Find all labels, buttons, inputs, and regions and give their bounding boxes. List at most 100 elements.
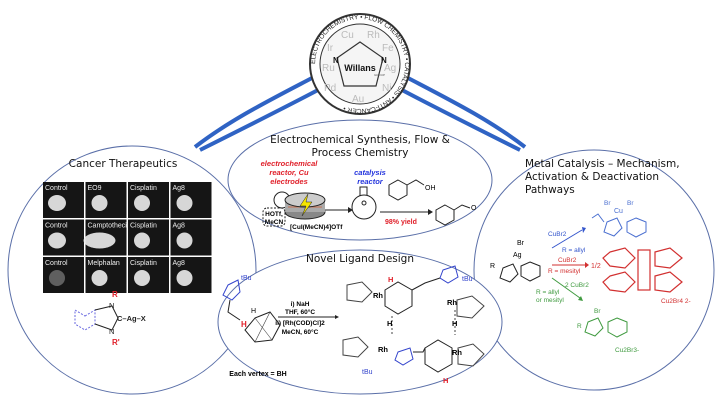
oh-label: OH: [425, 185, 436, 192]
catalysis-label: catalysis: [354, 168, 386, 177]
metal-label: Rh: [367, 30, 380, 41]
copper-allyl-product: Br Br Cu: [591, 200, 647, 238]
section-title: Cancer Therapeutics: [69, 158, 178, 170]
rh-label: Rh: [447, 298, 457, 307]
metal-section: Metal Catalysis – Mechanism, Activation …: [490, 158, 691, 354]
logo-n-right: N: [381, 56, 387, 65]
cell-image-label: Cisplatin: [130, 185, 157, 192]
half-label: 1/2: [591, 263, 601, 270]
metal-label: Cu: [341, 30, 354, 41]
reactor-label: electrodes: [270, 177, 308, 186]
logo-n-left: N: [333, 56, 339, 65]
metal-label: Ru: [322, 63, 335, 74]
step-2: ii) [Rh(COD)Cl]2: [275, 320, 325, 327]
ligand-section: Novel Ligand Design tBu H H i) NaH THF, …: [222, 253, 485, 385]
reagent-text: HOTf,: [265, 211, 283, 218]
r-prime-label: R': [112, 338, 120, 347]
h-label: H: [388, 275, 393, 284]
imidazolium-carborane-structure: tBu H H: [222, 275, 281, 343]
comet-spot: [134, 270, 150, 286]
step-1: i) NaH: [291, 301, 310, 308]
h-label: H: [443, 376, 448, 385]
condition-label: R = allyl: [536, 289, 560, 296]
comet-spot: [91, 195, 108, 211]
comet-spot: [48, 195, 66, 211]
cell-image-label: Control: [45, 223, 68, 230]
cell-image: [43, 257, 84, 293]
copper-complex: [CuI(MeCN)4]OTf: [290, 224, 343, 231]
section-title-line3: Pathways: [525, 184, 575, 196]
cell-image-label: Camptothecin: [88, 223, 131, 230]
comet-spot: [176, 270, 193, 286]
section-title-line2: Process Chemistry: [312, 147, 409, 159]
section-title-line2: Activation & Deactivation: [525, 171, 659, 183]
reactor-label: electrochemical: [261, 159, 319, 168]
cu-label: Cu: [614, 208, 623, 215]
comet-spot: [134, 195, 150, 211]
comet-spot: [176, 232, 193, 249]
comet-spot: [83, 232, 116, 249]
reagent-box: [262, 207, 286, 227]
anion-label: Cu2Br4 2-: [661, 298, 691, 305]
reagent-label: 2 CuBr2: [565, 282, 589, 289]
br-label: Br: [604, 200, 611, 207]
metal-label: Au: [352, 94, 364, 105]
comet-spot: [176, 195, 193, 211]
cell-image-label: Ag8: [173, 185, 186, 192]
vertex-note: Each vertex = BH: [229, 371, 286, 378]
macrocycle-product: [602, 247, 683, 293]
comet-spot: [49, 270, 65, 286]
comet-spot: [134, 232, 150, 249]
h-label: H: [387, 319, 392, 328]
rh-label: Rh: [378, 345, 388, 354]
connector-bands: [193, 76, 527, 152]
cell-image-label: Ag8: [173, 223, 186, 230]
electrochemical-reactor-icon: [273, 191, 326, 220]
r-label: R: [490, 263, 495, 270]
condition-label: or mesityl: [536, 297, 564, 304]
metal-label: Ag: [384, 63, 396, 74]
tbu-label: tBu: [362, 369, 373, 376]
electro-section: Electrochemical Synthesis, Flow & Proces…: [261, 134, 477, 231]
condition-label: R = mesityl: [548, 268, 581, 275]
cell-image-label: Cisplatin: [130, 260, 157, 267]
metal-label: Fe: [382, 43, 394, 54]
comet-spot: [48, 232, 66, 249]
cell-image-label: Control: [45, 185, 68, 192]
section-title: Novel Ligand Design: [306, 253, 414, 265]
h-label: H: [251, 308, 256, 315]
rh-dimer-structure: Rh Rh Rh Rh H H H H tBu tBu: [342, 265, 485, 385]
cell-image-label: Control: [45, 260, 68, 267]
reagent-text: MeCN: [265, 219, 284, 226]
h-label: H: [452, 319, 457, 328]
silver-nhc-structure: Ag Br R: [490, 240, 541, 283]
benzaldehyde-structure: O: [435, 204, 477, 226]
tbu-label: tBu: [241, 275, 252, 282]
ligand-ellipse: [217, 249, 503, 395]
reactor-label: reactor, Cu: [269, 168, 309, 177]
n-label: N: [109, 327, 114, 336]
br-label: Br: [517, 240, 525, 247]
benzyl-alcohol-structure: OH: [388, 179, 436, 201]
n-label: N: [109, 301, 114, 310]
ag-label: Ag: [513, 252, 522, 259]
yield-label: 98% yield: [385, 219, 417, 226]
flask-icon: [351, 186, 377, 220]
ag-nhc-structure: R N N C–Ag–X R': [74, 290, 146, 347]
reagent-label: CuBr2: [558, 257, 577, 264]
cell-image-label: Melphalan: [88, 260, 120, 267]
metal-label: Pd: [324, 83, 336, 94]
comet-spot: [91, 270, 108, 286]
o-label: O: [471, 205, 477, 212]
r-label: R: [112, 290, 118, 299]
br-label: Br: [594, 308, 601, 315]
bromo-imidazolium-product: Br R: [577, 308, 628, 338]
logo-sub: GROUP: [374, 73, 385, 77]
rh-label: Rh: [373, 291, 383, 300]
rh-label: Rh: [452, 348, 462, 357]
willans-logo: ELECTROCHEMISTRY • FLOW CHEMISTRY • CATA…: [309, 13, 411, 115]
logo-name: Willans: [344, 63, 375, 73]
